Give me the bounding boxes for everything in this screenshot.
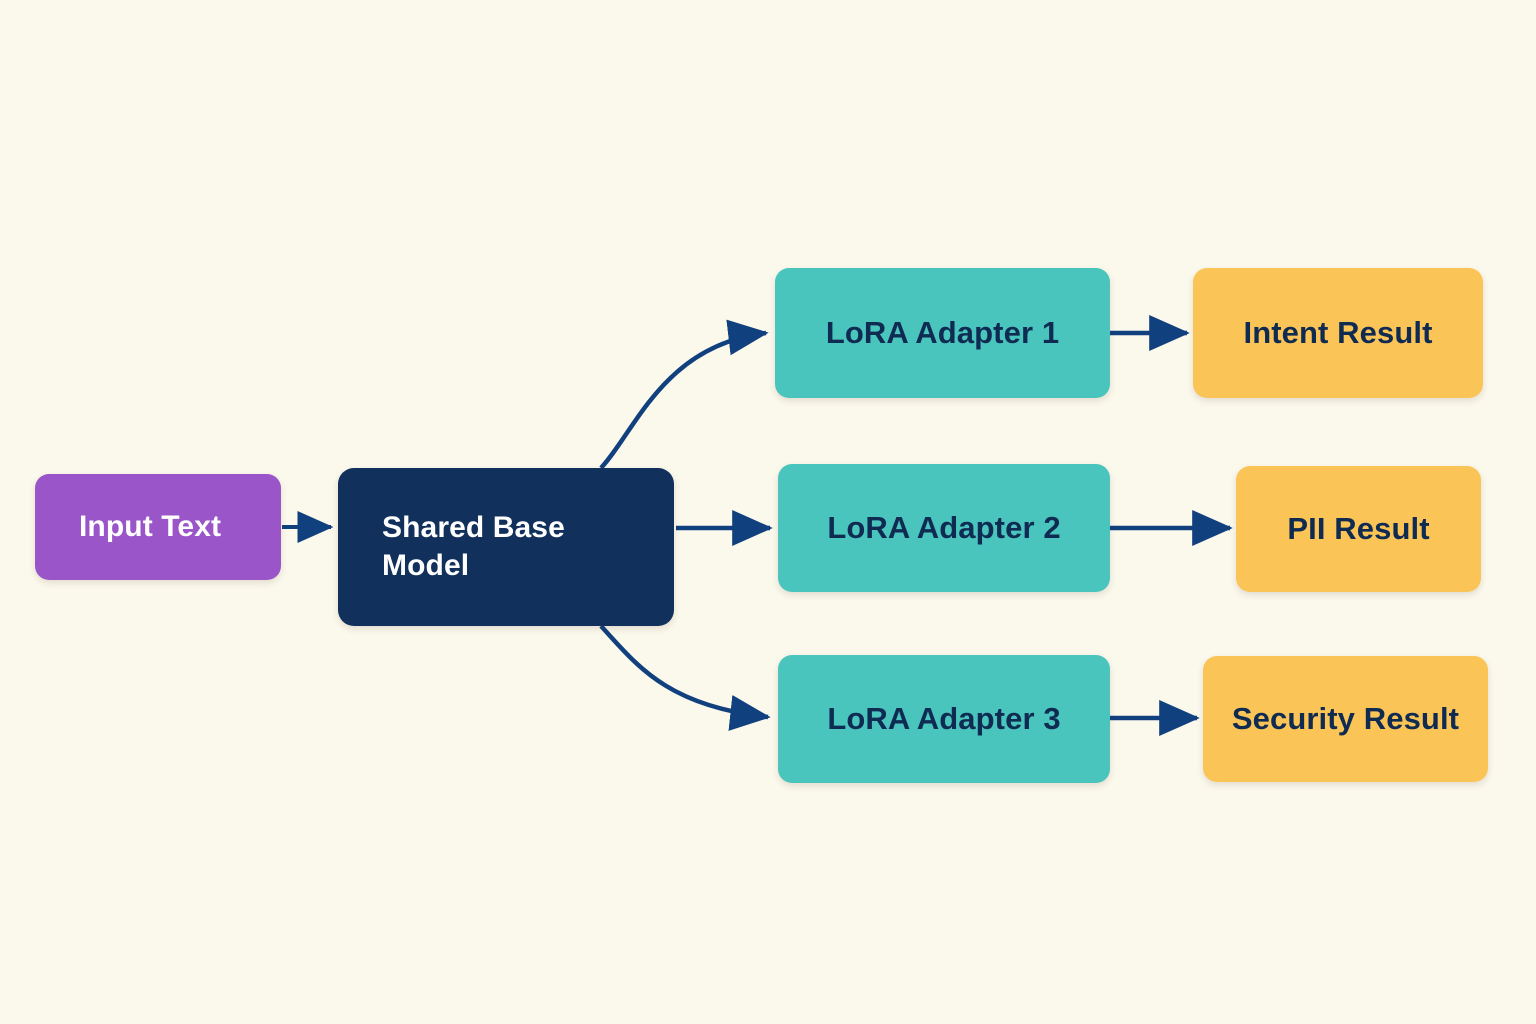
node-lora-adapter-3-label: LoRA Adapter 3 (827, 701, 1061, 737)
edge-base-to-adapter1 (599, 319, 769, 470)
node-lora-adapter-1[interactable]: LoRA Adapter 1 (775, 268, 1110, 398)
node-security-result[interactable]: Security Result (1203, 656, 1488, 782)
node-intent-result-label: Intent Result (1243, 315, 1433, 351)
node-input-text[interactable]: Input Text (35, 474, 281, 580)
node-shared-base-model[interactable]: Shared Base Model (338, 468, 674, 626)
node-lora-adapter-2-label: LoRA Adapter 2 (827, 510, 1061, 546)
node-lora-adapter-2[interactable]: LoRA Adapter 2 (778, 464, 1110, 592)
edge-base-to-adapter3 (599, 624, 771, 731)
node-shared-base-model-label: Shared Base Model (382, 510, 565, 582)
node-intent-result[interactable]: Intent Result (1193, 268, 1483, 398)
node-input-text-label: Input Text (79, 509, 222, 543)
node-lora-adapter-3[interactable]: LoRA Adapter 3 (778, 655, 1110, 783)
node-pii-result-label: PII Result (1287, 511, 1430, 547)
node-security-result-label: Security Result (1231, 701, 1460, 737)
node-pii-result[interactable]: PII Result (1236, 466, 1481, 592)
node-lora-adapter-1-label: LoRA Adapter 1 (825, 315, 1060, 351)
